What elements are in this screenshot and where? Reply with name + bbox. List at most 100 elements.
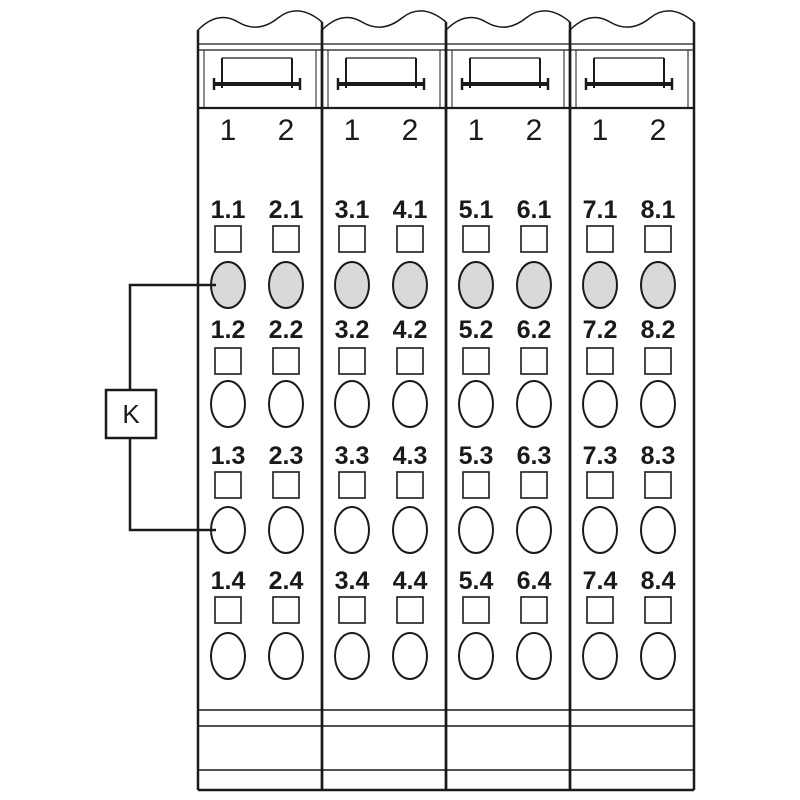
terminal-label: 7.4: [583, 567, 618, 595]
column-header-1: 1: [592, 114, 609, 147]
marker-square: [214, 347, 242, 375]
marker-square: [520, 471, 548, 499]
terminal-point: [516, 261, 552, 309]
marker-square: [396, 347, 424, 375]
terminal-point: [210, 632, 246, 680]
terminal-point: [392, 261, 428, 309]
marker-bracket: [336, 57, 426, 90]
marker-square: [214, 225, 242, 253]
terminal-label: 4.3: [393, 442, 428, 470]
terminal-label: 7.3: [583, 442, 618, 470]
terminal-module-4: 1 2 7.1 8.1 7.2 8.2 7.3 8.3 7.4 8.4: [568, 10, 696, 792]
terminal-point: [516, 380, 552, 428]
marker-square: [396, 225, 424, 253]
marker-square: [462, 225, 490, 253]
terminal-label: 3.1: [335, 196, 370, 224]
terminal-point: [268, 261, 304, 309]
marker-square: [272, 596, 300, 624]
marker-bracket: [460, 57, 550, 90]
terminal-point: [392, 380, 428, 428]
terminal-label: 6.4: [517, 567, 552, 595]
marker-square: [338, 347, 366, 375]
terminal-label: 2.2: [269, 316, 304, 344]
terminal-point: [210, 261, 246, 309]
marker-square: [462, 596, 490, 624]
terminal-label: 4.2: [393, 316, 428, 344]
column-header-2: 2: [402, 114, 419, 147]
terminal-label: 2.3: [269, 442, 304, 470]
marker-square: [214, 471, 242, 499]
marker-square: [586, 347, 614, 375]
terminal-point: [268, 632, 304, 680]
marker-square: [338, 225, 366, 253]
terminal-label: 7.1: [583, 196, 618, 224]
terminal-label: 8.1: [641, 196, 676, 224]
marker-square: [272, 347, 300, 375]
marker-square: [586, 471, 614, 499]
terminal-label: 5.3: [459, 442, 494, 470]
terminal-label: 1.4: [211, 567, 246, 595]
terminal-point: [334, 380, 370, 428]
terminal-label: 7.2: [583, 316, 618, 344]
terminal-point: [334, 261, 370, 309]
terminal-label: 8.3: [641, 442, 676, 470]
column-header-1: 1: [220, 114, 237, 147]
terminal-point: [458, 632, 494, 680]
column-header-1: 1: [468, 114, 485, 147]
terminal-label: 3.4: [335, 567, 370, 595]
terminal-point: [210, 506, 246, 554]
marker-square: [586, 596, 614, 624]
terminal-point: [640, 261, 676, 309]
terminal-label: 4.1: [393, 196, 428, 224]
marker-square: [644, 225, 672, 253]
terminal-point: [268, 380, 304, 428]
terminal-label: 2.1: [269, 196, 304, 224]
terminal-label: 6.1: [517, 196, 552, 224]
terminal-label: 1.3: [211, 442, 246, 470]
marker-square: [272, 471, 300, 499]
marker-square: [644, 471, 672, 499]
terminal-label: 8.4: [641, 567, 676, 595]
terminal-point: [582, 632, 618, 680]
marker-square: [520, 225, 548, 253]
marker-square: [396, 471, 424, 499]
column-header-1: 1: [344, 114, 361, 147]
module-top-edge: [569, 10, 695, 31]
terminal-point: [516, 506, 552, 554]
terminal-point: [640, 506, 676, 554]
terminal-point: [392, 632, 428, 680]
terminal-point: [458, 380, 494, 428]
terminal-label: 5.4: [459, 567, 494, 595]
terminal-point: [582, 506, 618, 554]
marker-square: [520, 347, 548, 375]
module-top-edge: [197, 10, 323, 31]
bridge-connection: K: [104, 283, 216, 532]
terminal-point: [458, 261, 494, 309]
column-header-2: 2: [650, 114, 667, 147]
terminal-label: 1.2: [211, 316, 246, 344]
terminal-label: 1.1: [211, 196, 246, 224]
marker-square: [272, 225, 300, 253]
terminal-point: [210, 380, 246, 428]
terminal-point: [582, 261, 618, 309]
marker-square: [462, 347, 490, 375]
terminal-label: 5.2: [459, 316, 494, 344]
marker-square: [520, 596, 548, 624]
terminal-point: [640, 380, 676, 428]
marker-square: [396, 596, 424, 624]
column-header-2: 2: [278, 114, 295, 147]
bridge-label: K: [122, 399, 140, 429]
terminal-label: 3.3: [335, 442, 370, 470]
terminal-label: 6.2: [517, 316, 552, 344]
terminal-label: 3.2: [335, 316, 370, 344]
terminal-point: [640, 632, 676, 680]
marker-square: [338, 596, 366, 624]
column-header-2: 2: [526, 114, 543, 147]
module-top-edge: [445, 10, 571, 31]
marker-square: [644, 347, 672, 375]
terminal-label: 8.2: [641, 316, 676, 344]
